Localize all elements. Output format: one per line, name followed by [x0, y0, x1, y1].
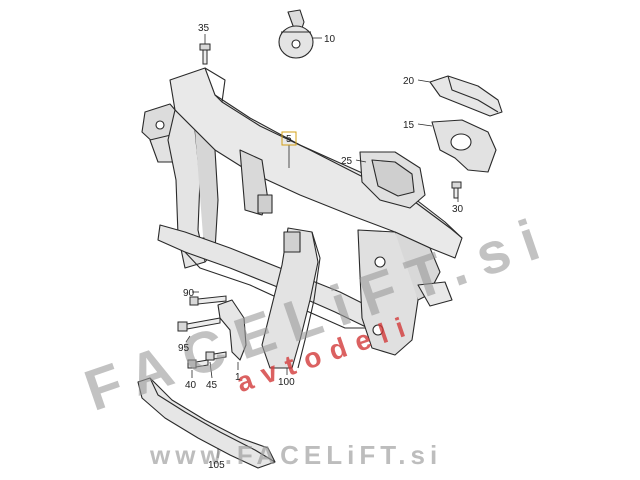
watermark-main: FACELiFT.si — [77, 203, 561, 424]
part-label-40: 40 — [185, 380, 197, 391]
part-label-25: 25 — [341, 156, 353, 167]
part-label-20: 20 — [403, 76, 415, 87]
bolt-90 — [189, 295, 227, 306]
grommet-part — [278, 9, 314, 59]
leader-lines — [185, 34, 459, 458]
bolt-35 — [199, 43, 211, 65]
watermark: FACELiFT.si avtodeli — [77, 203, 561, 424]
part-label-15: 15 — [403, 120, 415, 131]
part-label-105: 105 — [208, 460, 225, 471]
part-label-35: 35 — [198, 23, 210, 34]
part-labels: 35 10 20 15 5 25 30 90 95 40 45 1 100 10… — [178, 23, 464, 471]
part-label-10: 10 — [324, 34, 336, 45]
bolt-30 — [451, 181, 462, 199]
small-bracket — [217, 299, 247, 361]
bolt-40 — [187, 359, 209, 369]
part-label-1: 1 — [235, 372, 241, 383]
bolt-95 — [177, 317, 221, 332]
part-label-90: 90 — [183, 288, 195, 299]
lower-deflector — [137, 377, 276, 469]
mount-bracket-part — [431, 119, 497, 173]
latch-housing-part — [359, 151, 426, 209]
part-label-100: 100 — [278, 377, 295, 388]
watermark-bottom: www.FACELiFT.si — [149, 440, 442, 470]
part-5-highlight-box — [281, 131, 297, 146]
part-label-45: 45 — [206, 380, 218, 391]
part-label-30: 30 — [452, 204, 464, 215]
part-label-5: 5 — [286, 134, 292, 145]
lock-carrier-frame — [141, 67, 463, 356]
bolt-45 — [205, 351, 227, 361]
trim-cover-part — [429, 75, 503, 117]
part-label-95: 95 — [178, 343, 190, 354]
center-guide-bracket — [261, 227, 321, 369]
